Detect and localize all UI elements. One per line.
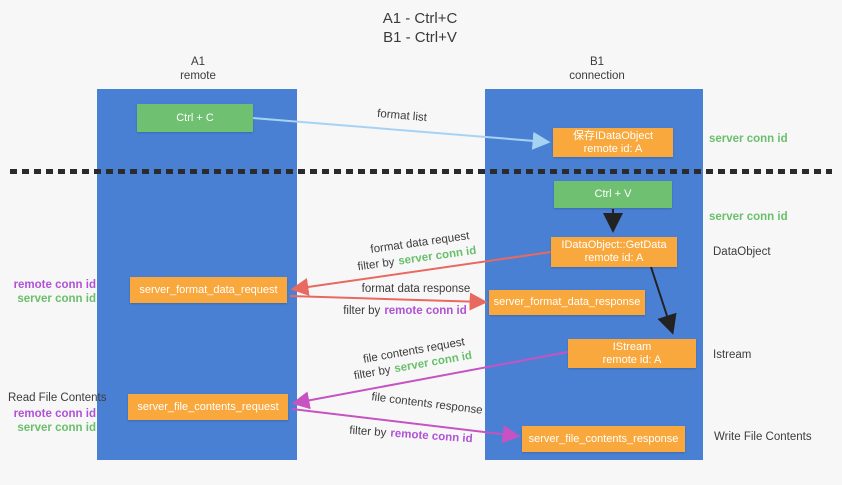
annotation-dataobject: DataObject bbox=[713, 246, 771, 258]
diagram-title: A1 - Ctrl+C B1 - Ctrl+V bbox=[310, 9, 530, 47]
left-column-header: A1 remote bbox=[143, 55, 253, 83]
label-format-list: format list bbox=[376, 107, 428, 125]
arrow-format-data-response bbox=[289, 292, 488, 311]
node-save-idataobject: 保存IDataObject remote id: A bbox=[553, 128, 673, 157]
node-save-idataobject-line1: 保存IDataObject bbox=[572, 129, 654, 142]
node-file-request-label: server_file_contents_request bbox=[137, 400, 279, 413]
annotation-remote-conn-id-lower: remote conn id bbox=[13, 408, 96, 420]
node-istream: IStream remote id: A bbox=[568, 339, 696, 368]
annotation-server-conn-id-top-right: server conn id bbox=[709, 133, 788, 145]
annotation-conn-ids-upper-left: remote conn id server conn id bbox=[8, 278, 96, 306]
node-idataobject-getdata: IDataObject::GetData remote id: A bbox=[551, 237, 677, 267]
left-column-name: A1 bbox=[190, 56, 206, 68]
filter-prefix: filter by bbox=[356, 256, 396, 274]
annotation-server-conn-id-upper: server conn id bbox=[17, 293, 96, 305]
filter-key-remote-conn-id: remote conn id bbox=[384, 305, 467, 317]
node-server-file-contents-response: server_file_contents_response bbox=[522, 426, 685, 452]
node-getdata-line2: remote id: A bbox=[584, 252, 644, 264]
filter-prefix: filter by bbox=[343, 305, 381, 317]
node-server-format-data-response: server_format_data_response bbox=[489, 290, 645, 315]
label-format-data-response: format data response bbox=[361, 283, 471, 295]
annotation-server-conn-id-lower: server conn id bbox=[17, 422, 96, 434]
node-getdata-line1: IDataObject::GetData bbox=[561, 239, 667, 251]
annotation-write-file-contents: Write File Contents bbox=[714, 431, 812, 443]
title-line-1: A1 - Ctrl+C bbox=[382, 10, 458, 27]
node-istream-line1: IStream bbox=[612, 340, 652, 353]
label-file-contents-response: file contents response bbox=[370, 391, 484, 417]
node-ctrl-v-label: Ctrl + V bbox=[594, 188, 632, 200]
annotation-server-conn-id-mid-right: server conn id bbox=[709, 211, 788, 223]
node-ctrl-c-label: Ctrl + C bbox=[176, 111, 214, 124]
right-column-name: B1 bbox=[589, 56, 605, 68]
node-ctrl-c: Ctrl + C bbox=[137, 104, 253, 132]
left-column-role: remote bbox=[180, 70, 216, 82]
annotation-conn-ids-lower-left: remote conn id server conn id bbox=[8, 407, 96, 435]
dotted-separator-line bbox=[10, 169, 832, 174]
node-server-file-contents-request: server_file_contents_request bbox=[128, 394, 288, 420]
node-file-response-label: server_file_contents_response bbox=[528, 432, 679, 445]
node-format-response-label: server_format_data_response bbox=[493, 296, 641, 308]
title-line-2: B1 - Ctrl+V bbox=[383, 29, 457, 46]
right-column-role: connection bbox=[569, 70, 625, 82]
node-save-idataobject-line2: remote id: A bbox=[583, 142, 643, 155]
annotation-istream: Istream bbox=[713, 349, 752, 361]
node-istream-line2: remote id: A bbox=[602, 353, 662, 366]
annotation-remote-conn-id-upper: remote conn id bbox=[13, 279, 96, 291]
filter-key-remote-conn-id: remote conn id bbox=[389, 427, 474, 446]
filter-prefix: filter by bbox=[348, 424, 387, 440]
annotation-read-file-contents: Read File Contents bbox=[8, 392, 107, 404]
node-ctrl-v: Ctrl + V bbox=[554, 181, 672, 208]
node-format-request-label: server_format_data_request bbox=[139, 283, 278, 296]
right-column-header: B1 connection bbox=[542, 55, 652, 83]
node-server-format-data-request: server_format_data_request bbox=[130, 277, 287, 303]
